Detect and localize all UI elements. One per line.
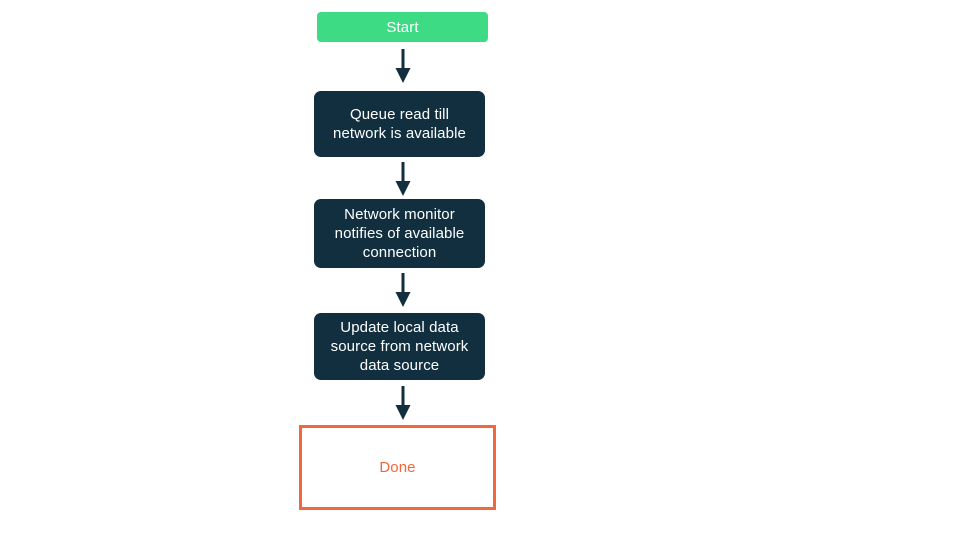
flowchart-node-done: Done xyxy=(299,425,496,510)
down-arrow-icon xyxy=(395,49,411,83)
flowchart-node-network-monitor: Network monitor notifies of available co… xyxy=(314,199,485,268)
down-arrow-icon xyxy=(395,162,411,196)
node-label-start: Start xyxy=(386,18,419,36)
flowchart-node-queue-read: Queue read till network is available xyxy=(314,91,485,157)
down-arrow-icon xyxy=(395,273,411,307)
node-label-network-monitor: Network monitor notifies of available co… xyxy=(334,206,465,261)
down-arrow-icon xyxy=(395,386,411,420)
flowchart-node-start: Start xyxy=(317,12,488,42)
node-label-queue-read: Queue read till network is available xyxy=(333,106,466,142)
flowchart-node-update-local: Update local data source from network da… xyxy=(314,313,485,380)
node-label-done: Done xyxy=(379,459,416,476)
node-label-update-local: Update local data source from network da… xyxy=(330,319,469,374)
